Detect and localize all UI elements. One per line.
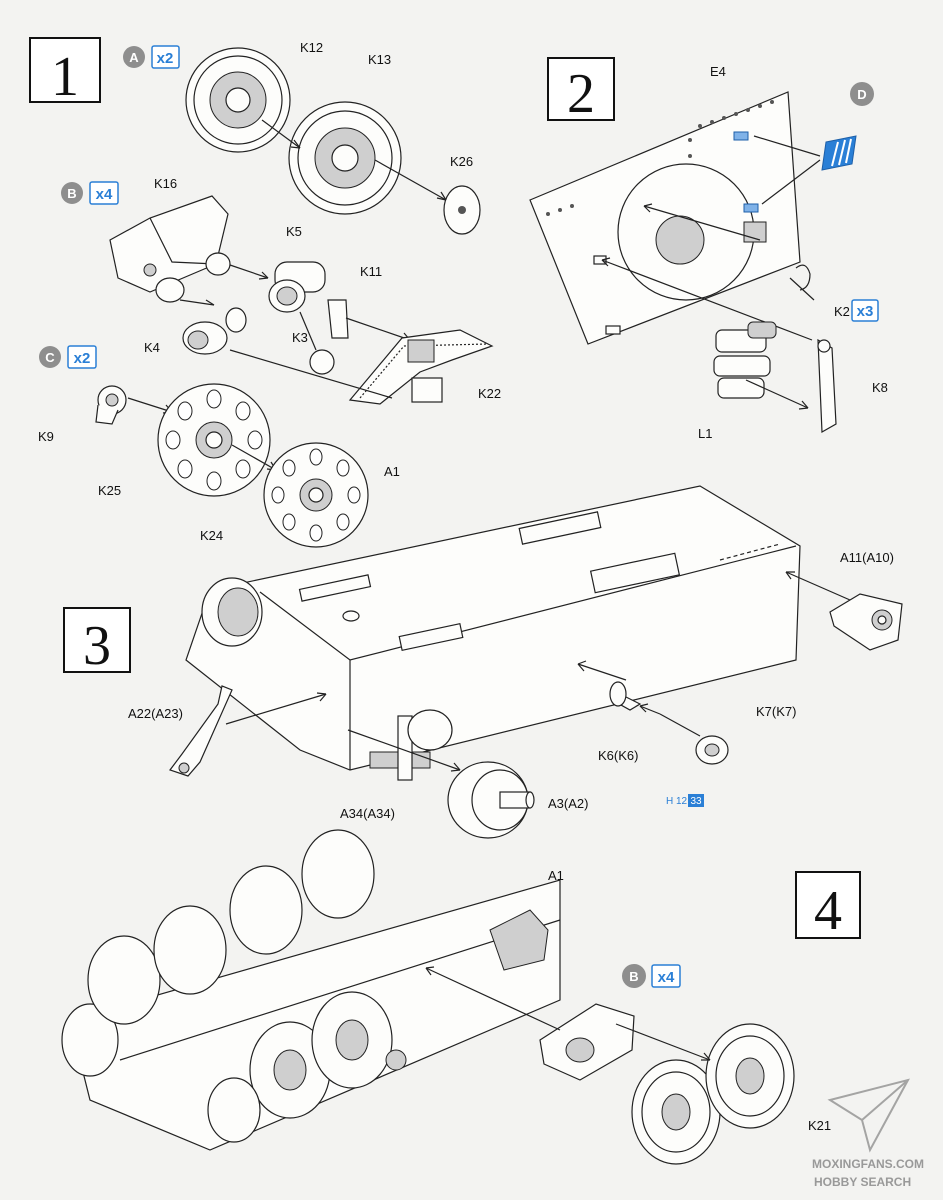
label-k5: K5 [286,224,302,239]
hook-k2 [795,264,811,291]
jack-k8 [817,338,837,434]
badge-b-x4-step4: B x4 [622,964,681,988]
badge-c-x2: C x2 [39,345,97,369]
label-k22: K22 [478,386,501,401]
watermark-logo: MOXINGFANS.COM HOBBY SEARCH [812,1078,924,1189]
svg-text:C: C [45,350,55,365]
idler-spindle-k6 [609,681,642,711]
label-l1: L1 [698,426,712,441]
step-4-box: 4 [795,871,861,942]
label-k16: K16 [154,176,177,191]
road-wheels-k21 [631,1023,795,1165]
bogie-mount-a11 [829,593,903,651]
track-section-k22 [348,329,494,405]
svg-text:D: D [857,87,866,102]
step-3-box: 3 [63,607,131,677]
label-a34: A34(A34) [340,806,395,821]
hub-k9 [95,385,127,425]
label-k3: K3 [292,330,308,345]
arrow-k12-k13 [261,119,301,149]
label-k21: K21 [808,1118,831,1133]
svg-text:x4: x4 [658,969,675,986]
watermark-text-1: MOXINGFANS.COM [812,1157,924,1171]
label-k13: K13 [368,52,391,67]
badge-d: D [850,82,874,106]
svg-text:x4: x4 [96,186,113,203]
svg-text:B: B [629,969,638,984]
watermark-text-2: HOBBY SEARCH [814,1175,911,1189]
label-k8: K8 [872,380,888,395]
svg-text:x2: x2 [74,350,91,367]
housing-k5 [268,261,326,313]
step-2-box: 2 [547,57,615,125]
bushing-k4 [182,307,247,355]
label-e4: E4 [710,64,726,79]
road-wheel-back [407,709,453,751]
label-k4: K4 [144,340,160,355]
sprocket-k12 [185,47,291,153]
sprocket-k13 [288,101,402,215]
step-2-number: 2 [567,63,595,125]
bogie-assembly-step4 [539,1003,635,1081]
hull-a1-step4 [61,879,561,1151]
label-k26: K26 [450,154,473,169]
idler-wheel-k24 [263,442,369,548]
part-labels: K12 K13 K26 K16 K5 K11 K3 K4 K22 K9 K25 … [38,40,894,1133]
label-a1: A1 [384,464,400,479]
svg-text:33: 33 [690,796,702,807]
svg-text:12: 12 [676,796,688,807]
label-k25: K25 [98,483,121,498]
badge-b-x4: B x4 [61,181,119,205]
cap-k3 [309,349,335,375]
bracket-k11 [327,299,349,339]
label-k12: K12 [300,40,323,55]
svg-text:H: H [666,796,673,807]
step-4-number: 4 [814,880,842,942]
bracket-a22 [169,685,233,777]
road-wheels-left [87,829,407,1143]
label-k2-mult: x3 [857,303,874,320]
label-a11: A11(A10) [840,550,894,565]
label-k24: K24 [200,528,223,543]
label-a22: A22(A23) [128,706,183,721]
label-k6: K6(K6) [598,748,638,763]
label-k7: K7(K7) [756,704,796,719]
svg-text:A: A [129,50,139,65]
sprue-reference: H 12 33 [666,794,704,807]
final-drive-housing-k16 [109,195,231,303]
step-3-number: 3 [83,615,111,677]
wheel-k7 [695,735,729,765]
label-k11: K11 [360,264,382,279]
hub-cap-k26 [443,185,481,235]
label-k2: K2 [834,304,850,319]
svg-text:x2: x2 [157,50,174,67]
hull-side-plate-e4 [529,91,801,345]
idler-wheel-k25 [157,383,271,497]
label-a1-step4: A1 [548,868,564,883]
road-wheel-a3 [447,761,535,839]
tools-l1 [713,321,777,399]
label-k9: K9 [38,429,54,444]
step-1-number: 1 [51,46,79,108]
svg-text:B: B [67,186,76,201]
photo-etch-icon [821,135,857,171]
badge-a-x2: A x2 [123,45,180,69]
label-a3: A3(A2) [548,796,588,811]
step-1-box: 1 [29,37,101,108]
